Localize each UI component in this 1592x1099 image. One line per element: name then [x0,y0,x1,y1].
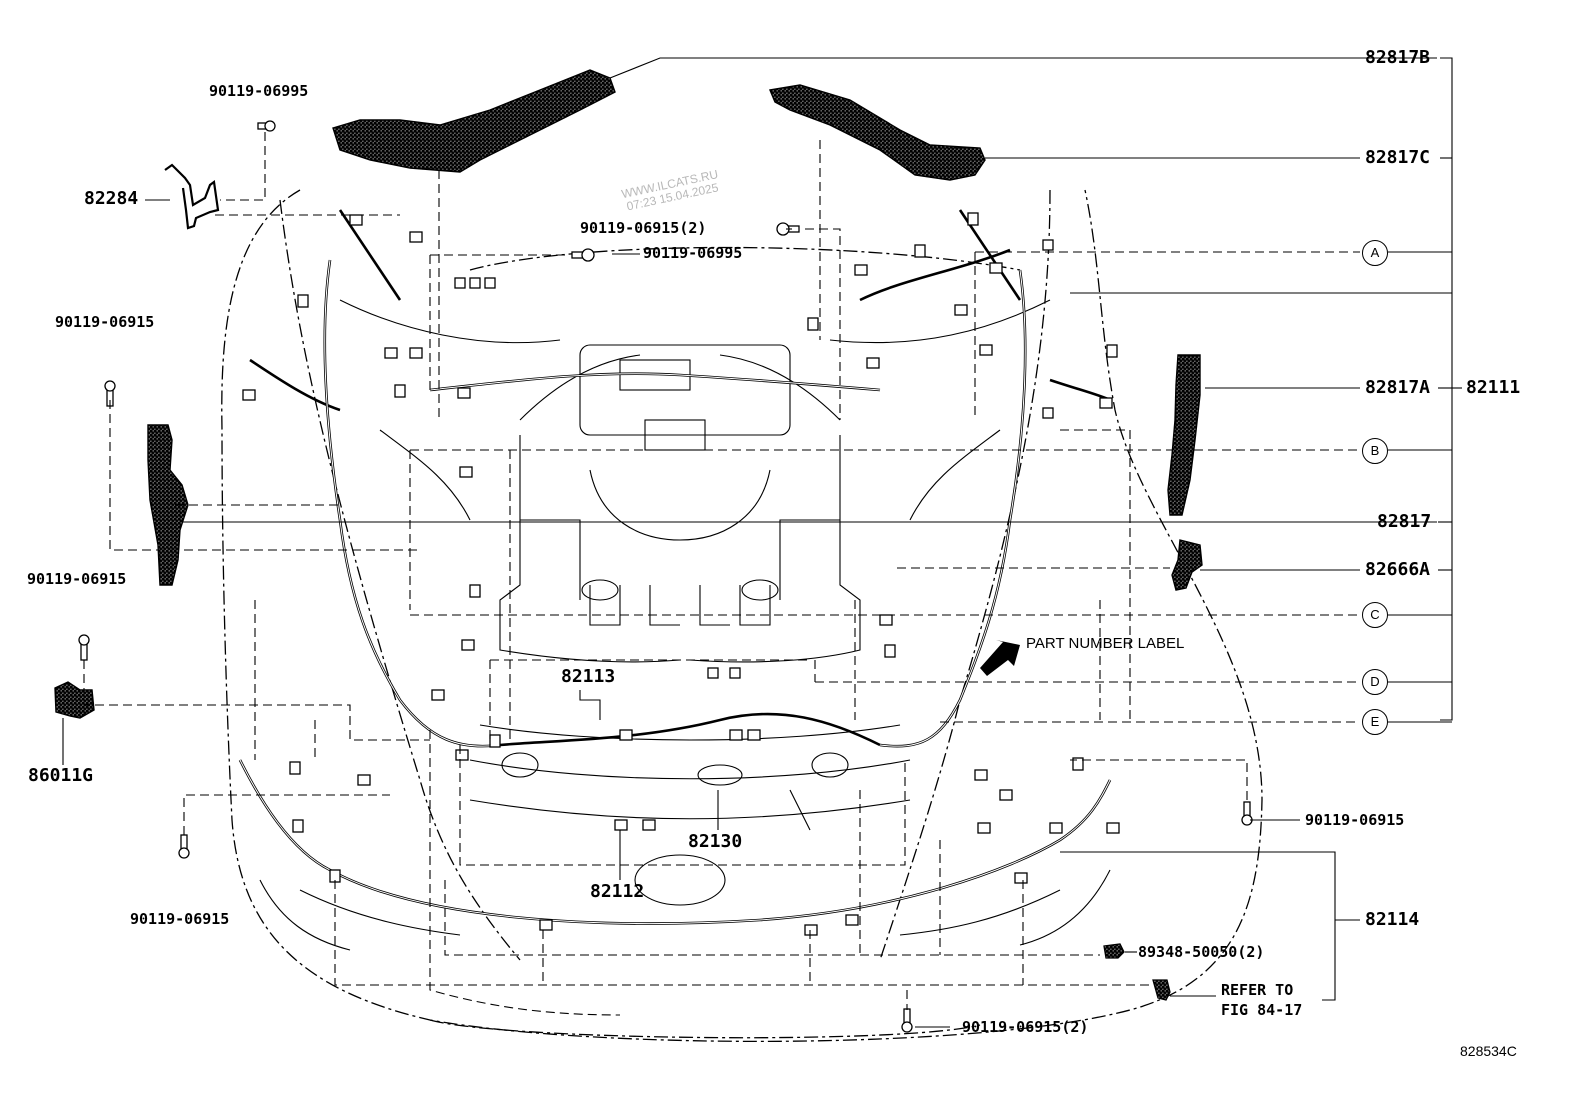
label-82817a[interactable]: 82817A [1365,377,1431,398]
bracket-82284 [164,163,220,230]
protector-82817c [769,84,986,181]
label-86011g[interactable]: 86011G [28,765,94,786]
protector-82817 [147,424,189,586]
label-82113[interactable]: 82113 [561,666,616,687]
callout-d[interactable]: D [1362,669,1388,695]
label-89348-50050[interactable]: 89348-50050(2) [1138,943,1265,961]
label-refer-to: REFER TO [1221,981,1294,999]
callout-a[interactable]: A [1362,240,1388,266]
connectors [242,212,1120,936]
label-82130[interactable]: 82130 [688,831,743,852]
label-90119-06915-left1[interactable]: 90119-06915 [55,313,155,331]
part-number-arrow [980,640,1020,676]
label-90119-06995-top[interactable]: 90119-06995 [209,82,309,100]
label-82817b[interactable]: 82817B [1365,47,1431,68]
label-90119-06915-2-bottom[interactable]: 90119-06915(2) [962,1018,1089,1036]
refer-part [1152,979,1171,1001]
label-82111[interactable]: 82111 [1466,377,1521,398]
bracket-82666a [1171,539,1203,591]
label-90119-06915-left2[interactable]: 90119-06915 [27,570,127,588]
bolts [78,120,1253,1033]
leader-lines [62,57,1462,1028]
dashed-leaders [83,132,1360,1016]
label-refer-fig: FIG 84-17 [1221,1001,1303,1019]
figure-id: 828534C [1460,1043,1517,1059]
engine-bay [259,299,1111,951]
protector-82817b [332,69,616,173]
callout-e[interactable]: E [1362,709,1388,735]
part-86011g [54,681,95,719]
label-90119-06915-bottom-left[interactable]: 90119-06915 [130,910,230,928]
callout-c[interactable]: C [1362,602,1388,628]
label-82666a[interactable]: 82666A [1365,559,1431,580]
harness-routes [238,209,1112,925]
callout-b[interactable]: B [1362,438,1388,464]
label-82114[interactable]: 82114 [1365,909,1420,930]
label-90119-06915-2-top[interactable]: 90119-06915(2) [580,219,707,237]
label-90119-06915-bottom-right[interactable]: 90119-06915 [1305,811,1405,829]
label-82112[interactable]: 82112 [590,881,645,902]
label-90119-06995-mid[interactable]: 90119-06995 [643,244,743,262]
body-outline [221,189,1263,1043]
part-number-label-text: PART NUMBER LABEL [1026,635,1185,652]
label-82817c[interactable]: 82817C [1365,147,1431,168]
label-82284[interactable]: 82284 [84,188,139,209]
label-82817[interactable]: 82817 [1377,511,1432,532]
protector-82817a [1167,354,1201,516]
clip-89348 [1103,943,1125,959]
